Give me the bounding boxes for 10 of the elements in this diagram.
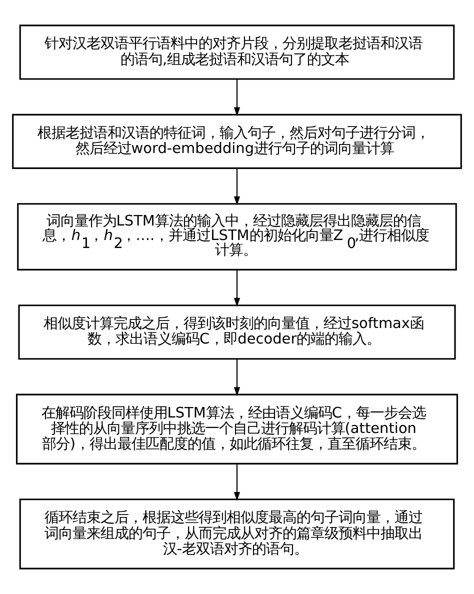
node-box: 针对汉老双语平行语料中的对齐片段，分别提取老挝语和汉语的语句,组成老挝语和汉语句了的文本 — [19, 24, 455, 80]
arrow — [234, 359, 240, 396]
arrow — [234, 270, 240, 307]
node-box: 在解码阶段同样使用LSTM算法，经由语义编码C，每一步会选择性的从向量序列中挑选一个自己进行解码计算(attention部分)，得出最佳匹配度的值，如此循环往复，直至循环结束。 — [16, 394, 458, 464]
node-box: 根据老挝语和汉语的特征词，输入句子，然后对句子进行分词，然后经过word-embedding进行句子的词向量计算 — [12, 114, 462, 169]
arrow — [234, 464, 240, 501]
node-box: 循环结束之后，根据这些得到相似度最高的句子词向量，通过词向量来组成的句子，从而完成从对齐的篇章级预料中抽取出汉-老双语对齐的语句。 — [19, 498, 455, 570]
node-box: 相似度计算完成之后，得到该时刻的向量值，经过softmax函数，求出语义编码C，即decoder的端的输入。 — [18, 304, 456, 360]
arrow — [234, 168, 240, 206]
arrow — [234, 79, 240, 116]
